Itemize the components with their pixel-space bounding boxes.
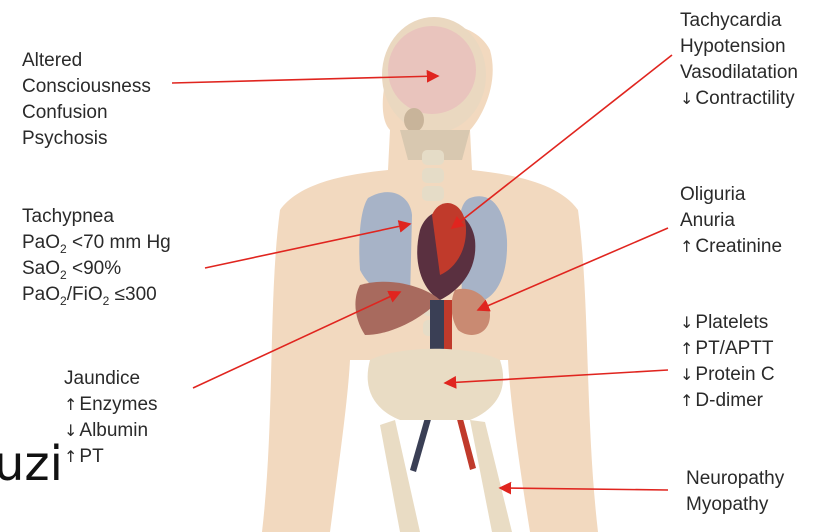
up-arrow-icon: ↑: [64, 395, 77, 414]
leg-bones: [380, 420, 512, 532]
label-sao2: SaO2 <90%: [22, 256, 171, 282]
kidney-labels: Oliguria Anuria ↑Creatinine: [680, 182, 782, 260]
label-enzymes: ↑Enzymes: [64, 392, 158, 418]
label-confusion: Confusion: [22, 100, 151, 126]
overlay-text: uzi: [0, 436, 63, 492]
brain-icon: [388, 26, 476, 114]
label-platelets: ↓Platelets: [680, 310, 775, 336]
label-creatinine: ↑Creatinine: [680, 234, 782, 260]
lung-labels: Tachypnea PaO2 <70 mm Hg SaO2 <90% PaO2/…: [22, 204, 171, 308]
down-arrow-icon: ↓: [64, 421, 77, 440]
label-hypotension: Hypotension: [680, 34, 798, 60]
label-protein-c: ↓Protein C: [680, 362, 775, 388]
label-oliguria: Oliguria: [680, 182, 782, 208]
label-pao2-fio2: PaO2/FiO2 ≤300: [22, 282, 171, 308]
cardio-labels: Tachycardia Hypotension Vasodilatation ↓…: [680, 8, 798, 112]
label-vasodilatation: Vasodilatation: [680, 60, 798, 86]
up-arrow-icon: ↑: [680, 391, 693, 410]
label-jaundice: Jaundice: [64, 366, 158, 392]
down-arrow-icon: ↓: [680, 313, 693, 332]
label-d-dimer: ↑D-dimer: [680, 388, 775, 414]
up-arrow-icon: ↑: [64, 447, 77, 466]
down-arrow-icon: ↓: [680, 365, 693, 384]
label-myopathy: Myopathy: [686, 492, 784, 518]
pelvis: [368, 349, 503, 420]
label-anuria: Anuria: [680, 208, 782, 234]
neuro-labels: Neuropathy Myopathy: [686, 466, 784, 518]
label-tachypnea: Tachypnea: [22, 204, 171, 230]
label-psychosis: Psychosis: [22, 126, 151, 152]
label-consciousness: Consciousness: [22, 74, 151, 100]
up-arrow-icon: ↑: [680, 237, 693, 256]
down-arrow-icon: ↓: [680, 89, 693, 108]
coag-labels: ↓Platelets ↑PT/APTT ↓Protein C ↑D-dimer: [680, 310, 775, 414]
liver-labels: Jaundice ↑Enzymes ↓Albumin ↑PT: [64, 366, 158, 470]
label-neuropathy: Neuropathy: [686, 466, 784, 492]
brain-labels: Altered Consciousness Confusion Psychosi…: [22, 48, 151, 152]
label-altered: Altered: [22, 48, 151, 74]
label-albumin: ↓Albumin: [64, 418, 158, 444]
label-pt: ↑PT: [64, 444, 158, 470]
label-pao2: PaO2 <70 mm Hg: [22, 230, 171, 256]
label-pt-aptt: ↑PT/APTT: [680, 336, 775, 362]
up-arrow-icon: ↑: [680, 339, 693, 358]
label-tachycardia: Tachycardia: [680, 8, 798, 34]
label-contractility: ↓Contractility: [680, 86, 798, 112]
